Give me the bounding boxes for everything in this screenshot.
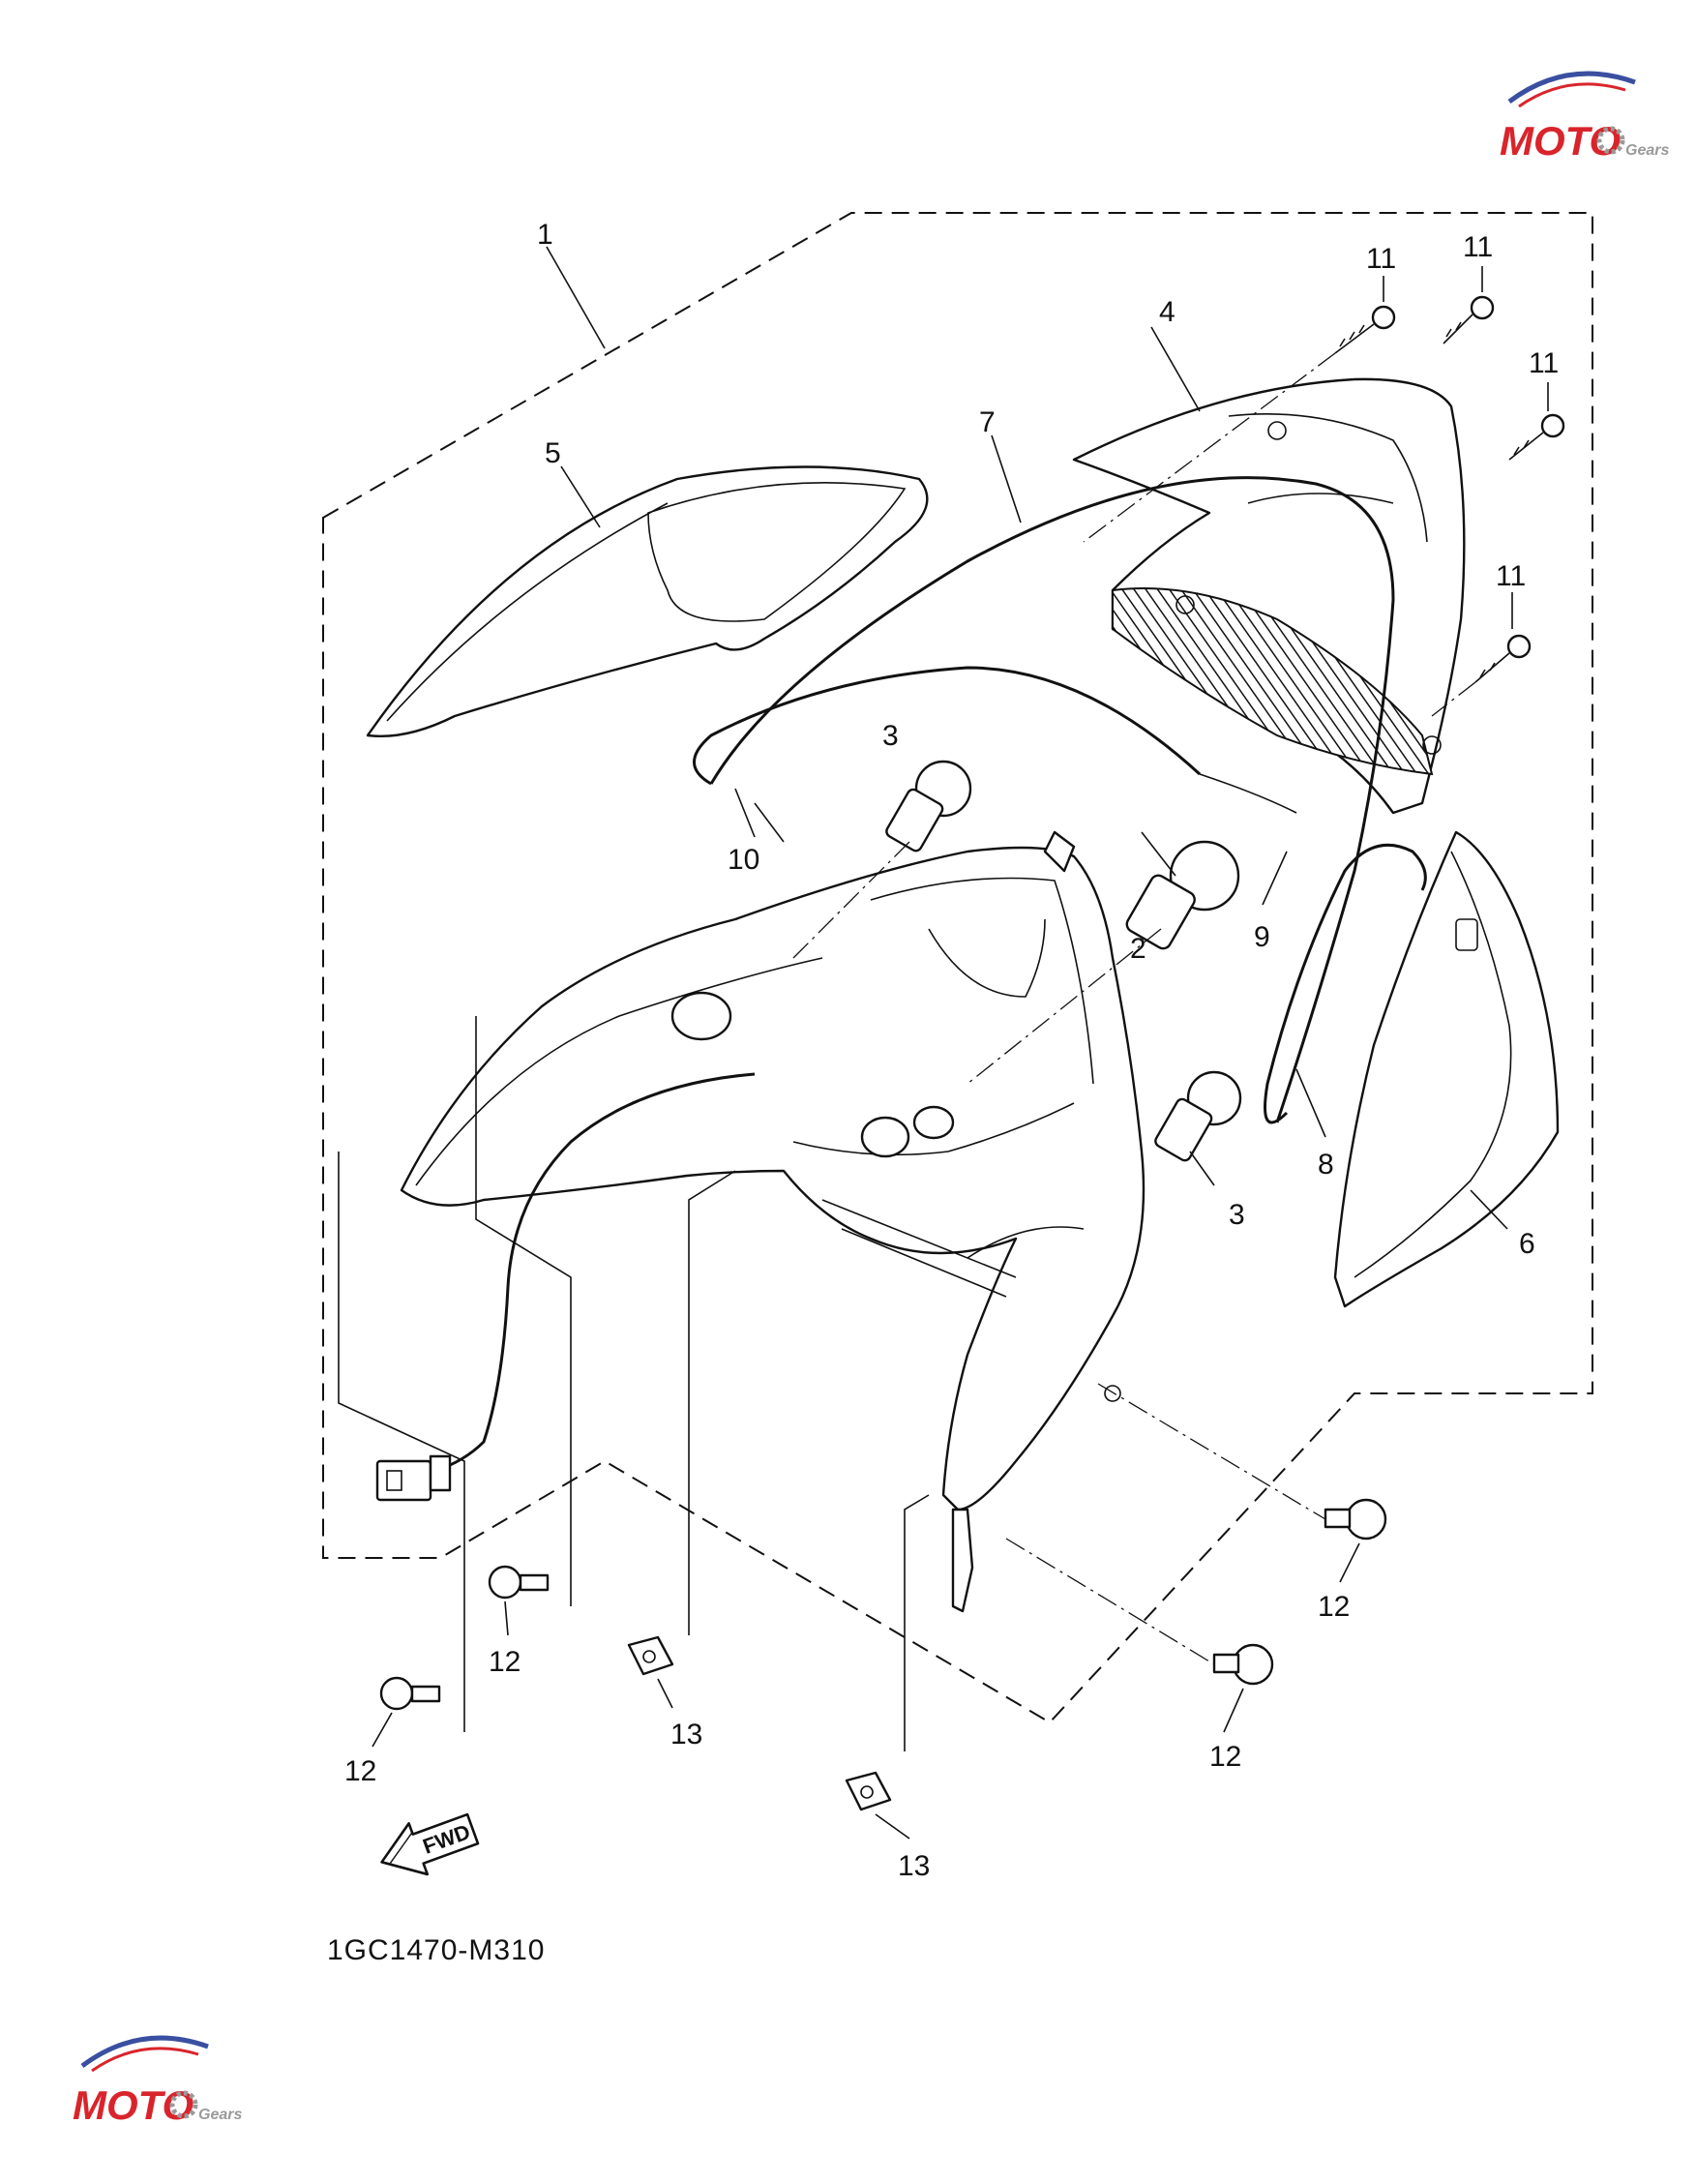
part-8-wire [1264,843,1427,1124]
watermark-subtext: Gears [198,2107,242,2123]
axis-bolt-lower [1005,1538,1215,1665]
part-4-rear-cover [1072,377,1466,815]
harness-lead [434,1072,756,1473]
callout-5: 5 [545,437,561,469]
bulb-3-lower [1154,1070,1242,1162]
leader-13-left [688,1170,736,1635]
screw-11-c [1508,413,1565,461]
bolt-12-left [379,1676,441,1711]
callout-numbers: 1 2 3 3 4 5 6 7 8 9 10 11 11 11 11 12 12… [344,219,1559,1882]
callout-12-mid: 12 [489,1646,521,1678]
callout-7: 7 [979,406,996,438]
watermark-text: MOTO [1500,118,1621,164]
callout-2: 2 [1130,933,1146,965]
callout-13-left: 13 [670,1719,702,1750]
assembly-boundary [322,212,1593,1724]
watermark-logo-top: MOTO Gears [1500,71,1669,164]
bulb-3-upper [885,760,972,853]
callout-3-upper: 3 [882,720,899,752]
axis-bulb-3 [792,841,910,959]
bolt-12-right-upper [1324,1498,1387,1541]
callout-3-lower: 3 [1229,1199,1245,1231]
callout-8: 8 [1318,1149,1334,1181]
screw-11-b [1443,295,1495,344]
nut-13-left [627,1635,674,1676]
bulb-2 [1125,840,1240,950]
exploded-panel [338,1016,572,1732]
callout-13-right: 13 [898,1850,930,1882]
callout-11-d: 11 [1496,560,1526,592]
axis-screws-top [1083,352,1336,543]
callout-9: 9 [1254,921,1270,953]
connector [375,1454,452,1502]
screw-11-a [1334,305,1396,354]
part-5-left-cover [366,465,929,737]
callout-6: 6 [1519,1228,1535,1260]
diagram-code: 1GC1470-M310 [327,1934,545,1966]
callout-leaders [372,246,1549,1840]
callout-12-left: 12 [344,1755,376,1787]
callout-11-b: 11 [1463,231,1493,263]
axis-screws-right [1431,681,1476,717]
part-7-wire [709,476,1395,1123]
part-9-wire [1199,773,1297,814]
screw-11-d [1474,634,1532,683]
watermark-logo-bottom: MOTO Gears [73,2035,242,2128]
part-10-wire [693,666,1202,786]
callout-11-a: 11 [1366,243,1396,275]
watermark-subtext: Gears [1625,142,1669,159]
callout-1: 1 [537,219,553,251]
part-6-right-cover [1333,830,1560,1308]
axis-bolt-upper [1097,1383,1326,1520]
axis-bulb-2 [967,928,1162,1085]
watermark-text: MOTO [73,2082,193,2128]
mount-bracket [951,1508,974,1613]
bolt-12-right-lower [1212,1643,1274,1686]
callout-10: 10 [728,844,759,876]
tail-light-body [400,830,1146,1511]
callout-12-right-upper: 12 [1318,1591,1350,1623]
fwd-arrow: FWD [380,1812,480,1876]
nut-13-right [845,1771,892,1811]
callout-4: 4 [1159,296,1175,328]
callout-12-right-lower: 12 [1209,1741,1241,1773]
callout-11-c: 11 [1529,347,1559,379]
bolt-12-mid [488,1565,550,1600]
leader-13-right [904,1494,930,1751]
